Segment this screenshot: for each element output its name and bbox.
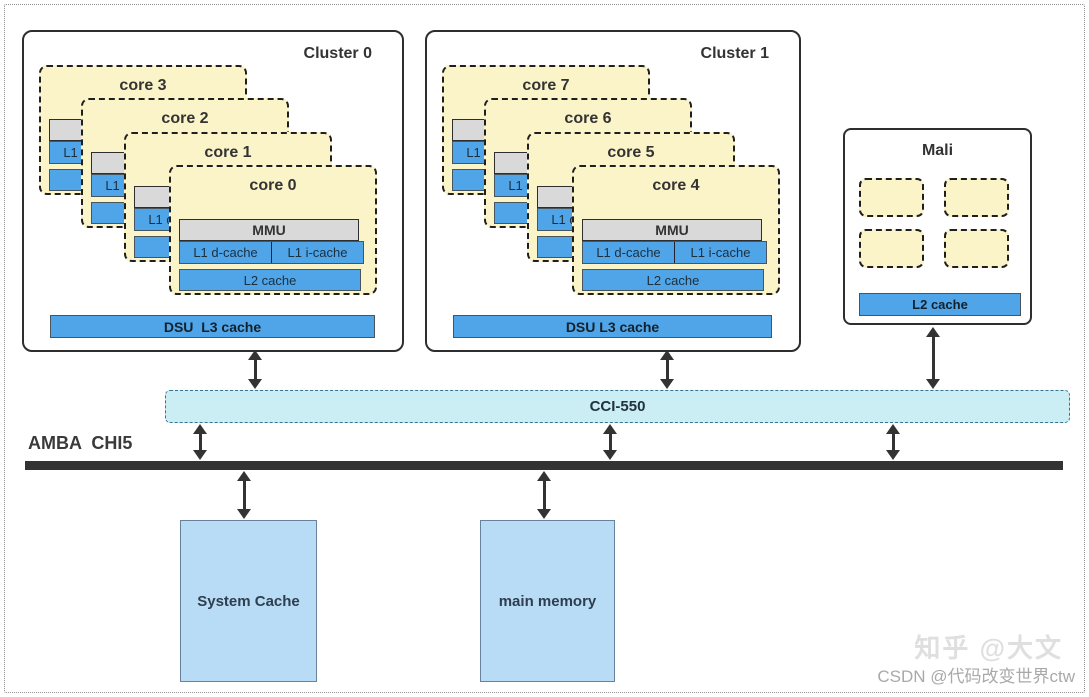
arrow-bus-to-main-memory — [537, 471, 551, 519]
core-0: core 0 MMU L1 d-cache L1 i-cache L2 cach… — [169, 165, 377, 295]
core-4-l1: L1 d-cache L1 i-cache — [582, 241, 767, 264]
cluster-0-title: Cluster 0 — [303, 45, 372, 62]
arrow-cci-to-bus-left — [193, 424, 207, 460]
arrow-cluster1-to-cci — [660, 350, 674, 389]
core-4-label: core 4 — [652, 177, 700, 194]
amba-chi5-label: AMBA CHI5 — [28, 433, 133, 453]
core-2-label: core 2 — [161, 110, 209, 127]
amba-chi5-bus-line — [25, 461, 1063, 470]
mali-gpu: Mali L2 cache — [843, 128, 1032, 325]
core-4: core 4 MMU L1 d-cache L1 i-cache L2 cach… — [572, 165, 780, 295]
core-4-l2: L2 cache — [582, 269, 764, 291]
mali-title: Mali — [921, 142, 954, 159]
system-cache-box: System Cache — [180, 520, 317, 682]
cluster-0-dsu-l3-cache: DSU L3 cache — [50, 315, 375, 338]
cluster-0: Cluster 0 core 3 MMU L1 d-cache L1 i-cac… — [22, 30, 404, 352]
core-0-l1: L1 d-cache L1 i-cache — [179, 241, 364, 264]
cluster-1-title: Cluster 1 — [700, 45, 769, 62]
mali-l2-cache: L2 cache — [859, 293, 1021, 316]
arrow-bus-to-system-cache — [237, 471, 251, 519]
core-0-l1d: L1 d-cache — [180, 242, 272, 263]
arrow-cci-to-bus-right — [886, 424, 900, 460]
core-4-mmu: MMU — [582, 219, 762, 241]
arrow-mali-to-cci — [926, 327, 940, 389]
core-4-l1d: L1 d-cache — [583, 242, 675, 263]
main-memory-box: main memory — [480, 520, 615, 682]
cluster-1-dsu-l3-cache: DSU L3 cache — [453, 315, 772, 338]
cci-550-interconnect: CCI-550 — [165, 390, 1070, 423]
core-3-label: core 3 — [119, 77, 167, 94]
core-0-l2: L2 cache — [179, 269, 361, 291]
core-0-mmu: MMU — [179, 219, 359, 241]
page-border — [4, 4, 1085, 693]
mali-shader-core-4 — [944, 229, 1009, 268]
core-0-l1i: L1 i-cache — [287, 245, 348, 260]
mali-shader-core-1 — [859, 178, 924, 217]
core-6-label: core 6 — [564, 110, 612, 127]
mali-shader-core-3 — [859, 229, 924, 268]
core-5-label: core 5 — [607, 144, 655, 161]
core-1-label: core 1 — [204, 144, 252, 161]
mali-shader-core-2 — [944, 178, 1009, 217]
core-7-label: core 7 — [522, 77, 570, 94]
arrow-cluster0-to-cci — [248, 350, 262, 389]
core-0-label: core 0 — [249, 177, 297, 194]
core-4-l1i: L1 i-cache — [690, 245, 751, 260]
watermark-csdn: CSDN @代码改变世界ctw — [877, 667, 1075, 686]
arrow-cci-to-bus-center — [603, 424, 617, 460]
watermark-zhihu: 知乎 @大文 — [914, 633, 1063, 663]
cluster-1: Cluster 1 core 7 MMU L1 d-cache L1 i-cac… — [425, 30, 801, 352]
